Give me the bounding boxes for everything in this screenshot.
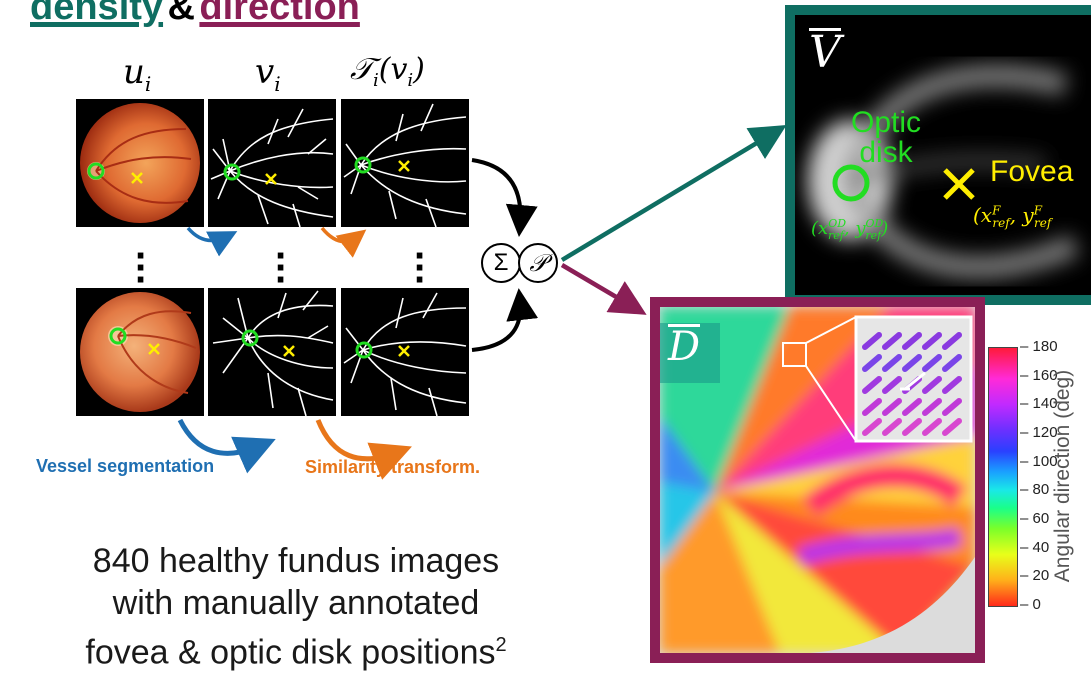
direction-inset-glyphs (862, 332, 962, 436)
merge-arrow-bottom (471, 288, 539, 352)
direction-panel: D (650, 297, 985, 663)
colorbar-tick: – 60 (1020, 510, 1050, 527)
transformed-map-bottom (341, 288, 469, 416)
fundus-image-top (76, 99, 204, 227)
colorbar-tick: – 80 (1020, 481, 1050, 499)
colorbar-tick: – 140 (1020, 395, 1058, 413)
fovea-label: Fovea (990, 155, 1074, 188)
label-transform: 𝒯i(vi) (350, 52, 425, 91)
colorbar (988, 347, 1018, 607)
caption-line-2: with manually annotated (112, 584, 480, 622)
colorbar-tick: – 100 (1020, 452, 1058, 470)
direction-symbol: D (668, 324, 701, 370)
colorbar-tick: – 160 (1020, 366, 1058, 384)
step-label-similarity: Similarity transform. (305, 457, 481, 477)
colorbar-label: Angular direction (deg) (1051, 369, 1074, 583)
colorbar-tick: – 20 (1020, 567, 1050, 585)
title-ampersand: & (167, 0, 195, 28)
projection-operator: 𝒫 (518, 243, 558, 283)
vessel-map-bottom (208, 288, 336, 416)
label-u: ui (123, 52, 152, 96)
caption-line-3: fovea & optic disk positions2 (85, 633, 507, 672)
figure-title: density & direction (30, 0, 360, 26)
colorbar-tick: – 40 (1020, 538, 1050, 556)
label-v: vi (255, 52, 281, 96)
fundus-image-bottom (76, 288, 204, 416)
optic-disk-marker (87, 162, 105, 180)
dataset-caption: 840 healthy fundus images with manually … (16, 540, 576, 673)
colorbar-tick: – 0 (1020, 596, 1041, 613)
density-optic-disk-marker (832, 164, 870, 202)
sum-operator: Σ (481, 243, 521, 283)
caption-line-1: 840 healthy fundus images (92, 542, 500, 580)
step-label-segmentation: Vessel segmentation (36, 456, 215, 476)
transformed-map-top (341, 99, 469, 227)
title-density: density (30, 0, 164, 28)
fovea-coordinates: (xFref, yFref (973, 203, 1052, 230)
colorbar-tick: – 120 (1020, 424, 1058, 441)
direction-output-arrow (560, 263, 647, 315)
density-symbol: V (809, 27, 841, 78)
fovea-marker (131, 172, 143, 184)
colorbar-tick: – 180 (1020, 338, 1058, 355)
density-output-arrow (560, 125, 787, 262)
density-fovea-marker (943, 168, 975, 200)
title-direction: direction (199, 0, 360, 28)
small-seg-arrow (186, 226, 238, 257)
od-coordinates: (xODref, yODref) (811, 217, 889, 242)
density-map (808, 64, 1080, 279)
density-panel: V Optic disk Fovea (xODref, yODref) (xFr… (785, 5, 1091, 305)
optic-disk-label: Optic disk (851, 106, 922, 169)
seg-legend-arrow (177, 418, 276, 474)
sim-legend-arrow (315, 419, 412, 480)
small-sim-arrow (320, 226, 367, 258)
vessel-map-top (208, 99, 336, 227)
merge-arrow-top (471, 158, 538, 237)
direction-map (660, 307, 975, 653)
